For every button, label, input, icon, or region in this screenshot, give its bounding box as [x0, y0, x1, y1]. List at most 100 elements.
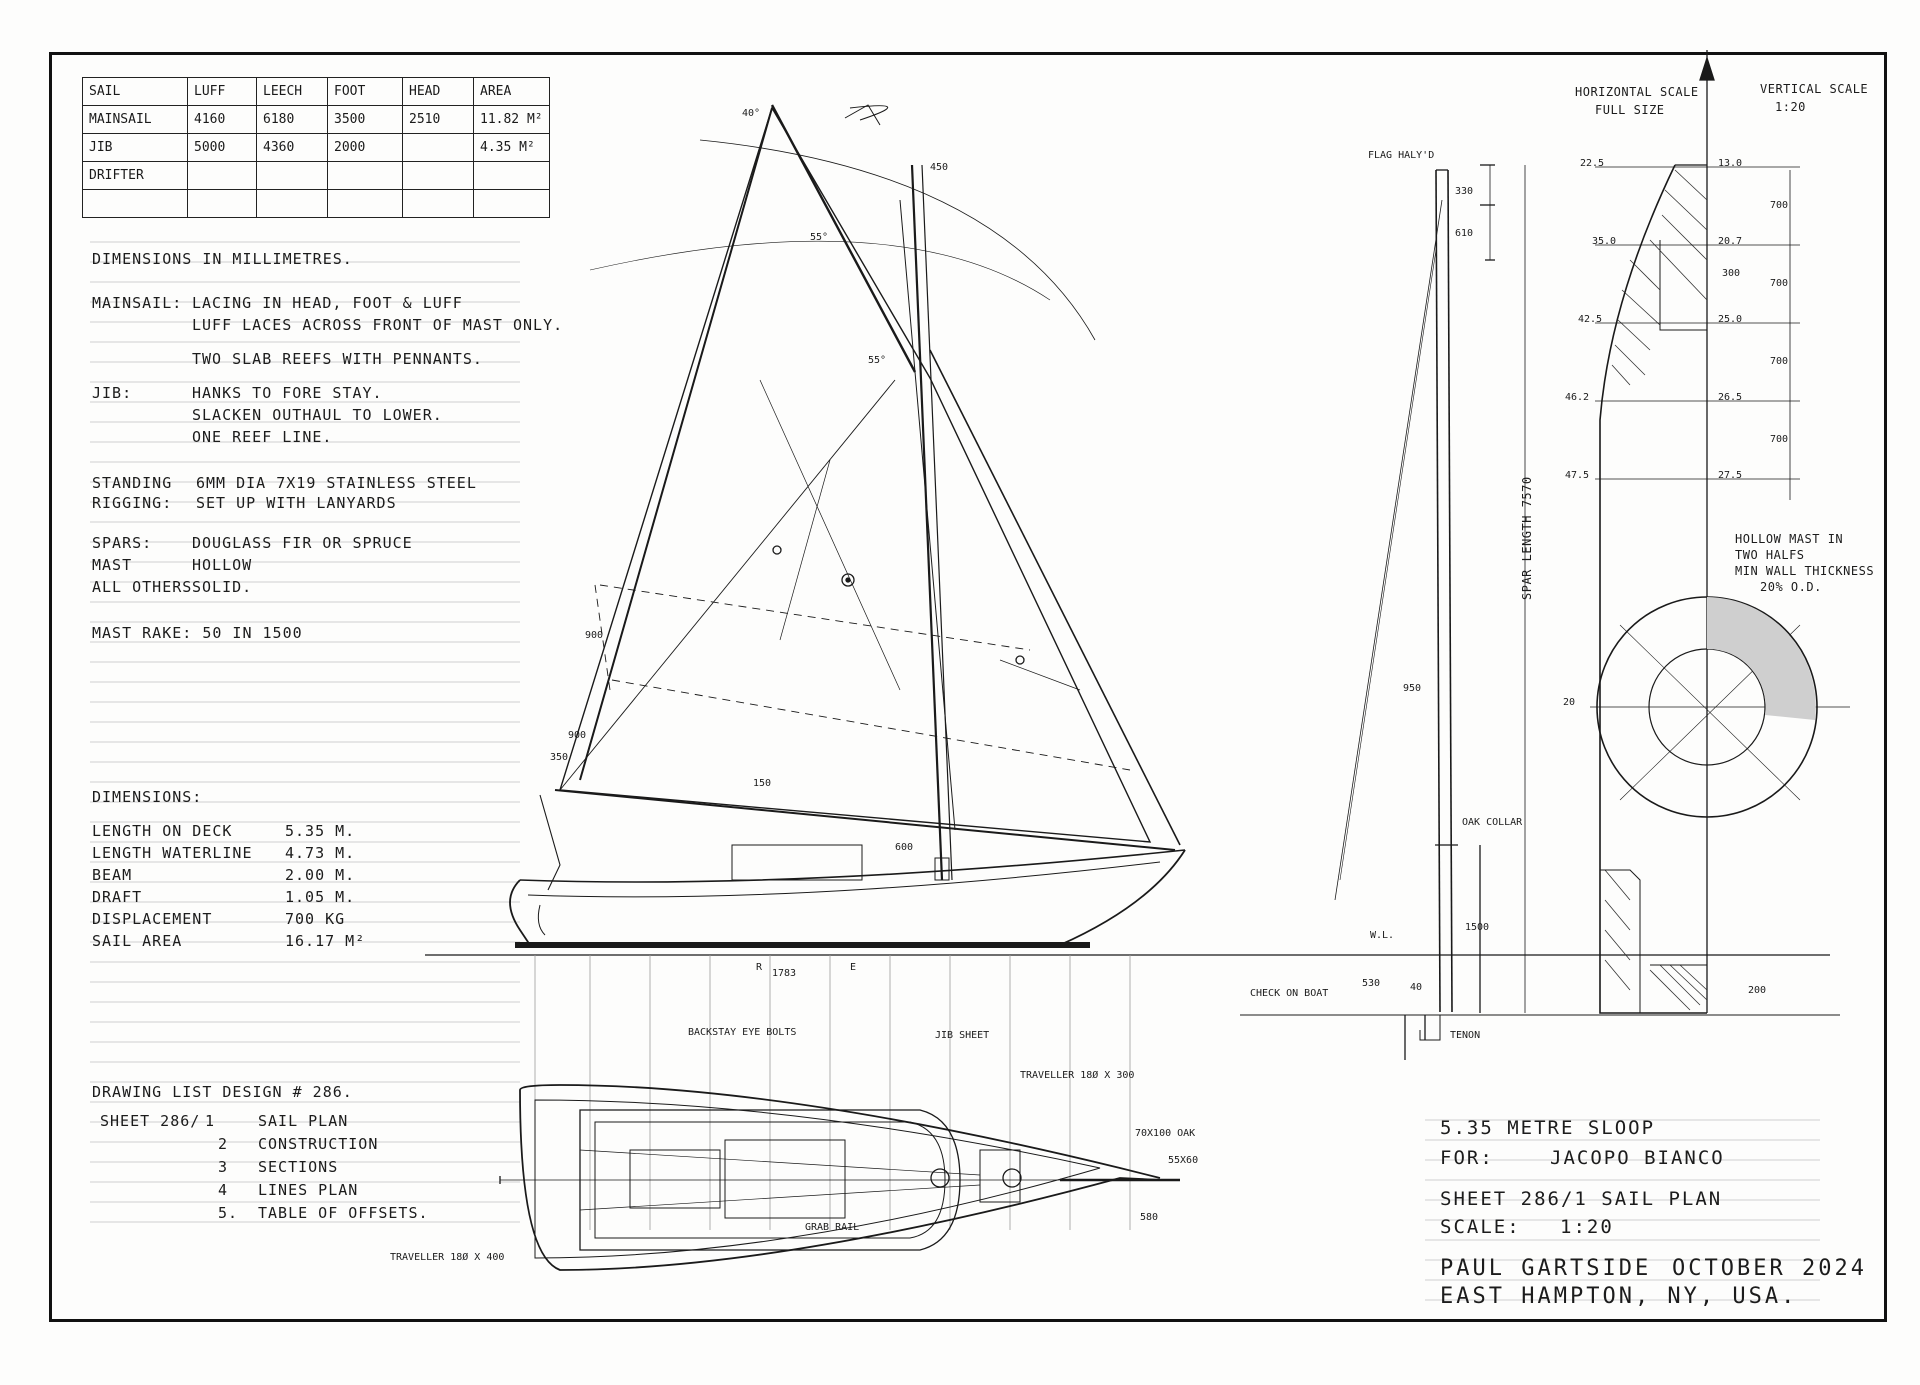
mainsail-note: TWO SLAB REEFS WITH PENNANTS. — [192, 350, 483, 368]
others-label: ALL OTHERS — [92, 578, 193, 596]
title-block-sheet: SHEET 286/1 SAIL PLAN — [1440, 1188, 1723, 1210]
others-value: SOLID. — [192, 578, 253, 596]
dimension-label: DRAFT — [92, 888, 143, 906]
dim-label: 450 — [930, 162, 949, 173]
drawing-list-num: 1 — [205, 1112, 216, 1130]
section-dim-right: 20.7 — [1718, 236, 1743, 247]
vertical-scale-value: 1:20 — [1775, 100, 1806, 114]
spar-length-label: SPAR LENGTH 7570 — [1520, 476, 1534, 600]
rig-profile — [539, 104, 1181, 891]
table-cell — [327, 189, 403, 218]
mainsail-label: MAINSAIL: — [92, 294, 183, 312]
section-dim-left: 42.5 — [1578, 314, 1603, 325]
spar-dim-label: 530 — [1362, 978, 1381, 989]
table-cell: AREA — [473, 77, 550, 106]
dim-label: 150 — [753, 778, 772, 789]
table-cell — [473, 161, 550, 190]
center-e-label: E — [850, 962, 857, 973]
table-cell — [82, 189, 188, 218]
backstay-label: BACKSTAY EYE BOLTS — [688, 1027, 797, 1038]
table-cell: MAINSAIL — [82, 105, 188, 134]
title-block-title: 5.35 METRE SLOOP — [1440, 1117, 1656, 1139]
section-dim-right: 27.5 — [1718, 470, 1743, 481]
table-cell: JIB — [82, 133, 188, 162]
table-cell: FOOT — [327, 77, 403, 106]
mast-rake-note: MAST RAKE: 50 IN 1500 — [92, 624, 303, 642]
jib-note: ONE REEF LINE. — [192, 428, 333, 446]
tenon-label: TENON — [1450, 1030, 1481, 1041]
table-row: DRIFTER — [82, 161, 550, 190]
rigging-label: RIGGING: — [92, 494, 173, 512]
dimension-value: 2.00 M. — [285, 866, 356, 884]
mast-taper-section — [1590, 50, 1850, 1014]
title-block-location: EAST HAMPTON, NY, USA. — [1440, 1284, 1798, 1309]
deck-plan — [499, 1084, 1180, 1271]
spars-label: SPARS: — [92, 534, 153, 552]
table-row — [82, 189, 550, 218]
hull-profile — [509, 844, 1186, 948]
dimension-value: 4.73 M. — [285, 844, 356, 862]
spar-dim-label: 1500 — [1465, 922, 1490, 933]
dimension-value: 5.35 M. — [285, 822, 356, 840]
section-dim-200: 200 — [1748, 985, 1767, 996]
table-row: MAINSAIL 4160 6180 3500 2510 11.82 M² — [82, 105, 550, 134]
jib-note: HANKS TO FORE STAY. — [192, 384, 383, 402]
spar-dim-label: 40 — [1410, 982, 1423, 993]
dimension-label: DISPLACEMENT — [92, 910, 213, 928]
mainsail-note: LUFF LACES ACROSS FRONT OF MAST ONLY. — [192, 316, 564, 334]
spar-dim-label: 610 — [1455, 228, 1474, 239]
table-cell: HEAD — [402, 77, 474, 106]
drawing-list-heading: DRAWING LIST DESIGN # 286. — [92, 1083, 353, 1101]
angle-label: 55° — [810, 232, 829, 243]
table-cell: 3500 — [327, 105, 403, 134]
table-cell: 5000 — [187, 133, 257, 162]
dim-label: 900 — [585, 630, 604, 641]
section-dim-left: 22.5 — [1580, 158, 1605, 169]
section-spacing: 700 — [1770, 200, 1789, 211]
section-dim-20: 20 — [1563, 697, 1576, 708]
standing-note: SET UP WITH LANYARDS — [196, 494, 397, 512]
table-cell — [402, 161, 474, 190]
hollow-mast-note: 20% O.D. — [1760, 580, 1822, 594]
horizontal-scale-label: HORIZONTAL SCALE — [1575, 85, 1699, 99]
title-block-scale-value: 1:20 — [1560, 1216, 1614, 1238]
section-dim-right: 13.0 — [1718, 158, 1743, 169]
oak-collar-label: OAK COLLAR — [1462, 817, 1523, 828]
horizontal-scale-value: FULL SIZE — [1595, 103, 1665, 117]
table-cell — [402, 189, 474, 218]
spar-dim-label: 950 — [1403, 683, 1422, 694]
dimension-value: 16.17 M² — [285, 932, 366, 950]
title-block-for-label: FOR: — [1440, 1147, 1494, 1169]
drawing-list-num: 5. — [218, 1204, 239, 1222]
table-cell: 11.82 M² — [473, 105, 550, 134]
table-cell: 4360 — [256, 133, 328, 162]
drawing-border — [49, 52, 1887, 1322]
waterline-label: W.L. — [1370, 930, 1395, 941]
angle-label: 55° — [868, 355, 887, 366]
hollow-mast-note: HOLLOW MAST IN — [1735, 532, 1844, 546]
units-note: DIMENSIONS IN MILLIMETRES. — [92, 250, 353, 268]
table-cell: 4.35 M² — [473, 133, 550, 162]
mainsail-note: LACING IN HEAD, FOOT & LUFF — [192, 294, 463, 312]
drawing-list-item: TABLE OF OFFSETS. — [258, 1204, 429, 1222]
dimension-label: BEAM — [92, 866, 133, 884]
jib-label: JIB: — [92, 384, 133, 402]
table-cell — [256, 189, 328, 218]
drawing-list-num: 3 — [218, 1158, 229, 1176]
standing-note: 6MM DIA 7X19 STAINLESS STEEL — [196, 474, 477, 492]
table-header-row: SAIL LUFF LEECH FOOT HEAD AREA — [82, 77, 550, 106]
drawing-list-item: SECTIONS — [258, 1158, 339, 1176]
table-cell — [327, 161, 403, 190]
drawing-list-item: SAIL PLAN — [258, 1112, 349, 1130]
section-spacing: 700 — [1770, 434, 1789, 445]
table-cell — [402, 133, 474, 162]
hollow-mast-note: MIN WALL THICKNESS — [1735, 564, 1875, 578]
jib-sheet-label: JIB SHEET — [935, 1030, 990, 1041]
table-cell — [473, 189, 550, 218]
title-block-designer: PAUL GARTSIDE — [1440, 1256, 1652, 1281]
table-cell: 2000 — [327, 133, 403, 162]
table-row: JIB 5000 4360 2000 4.35 M² — [82, 133, 550, 162]
section-spacing: 700 — [1770, 278, 1789, 289]
